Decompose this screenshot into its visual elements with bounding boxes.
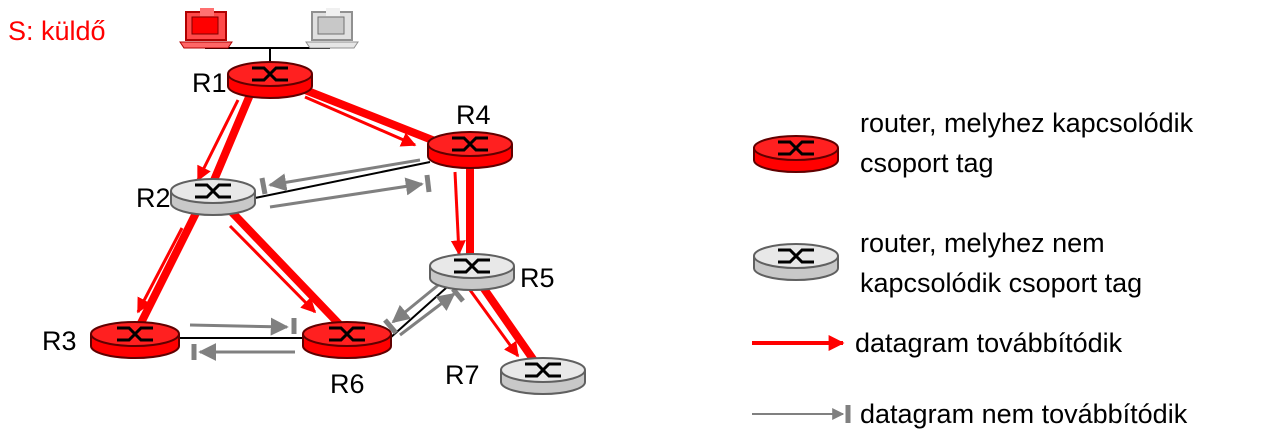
fwd-arrow-r2-r3 <box>136 227 184 314</box>
router-label-r2: R2 <box>136 183 171 213</box>
legend-member-line1: router, melyhez kapcsolódik <box>860 108 1194 138</box>
router-r5 <box>429 253 515 291</box>
link-r2-r4 <box>254 161 431 199</box>
router-r2 <box>170 178 256 216</box>
blocked-arrow-r2-r4 <box>269 177 424 209</box>
stop-bar-r5 <box>451 287 465 303</box>
fwd-arrow-r1-r4 <box>304 95 417 147</box>
router-r6 <box>302 321 392 359</box>
blocked-arrow-r3-r6 <box>189 317 289 336</box>
router-label-r6: R6 <box>330 369 365 399</box>
link-r6-r5 <box>389 279 456 339</box>
router-label-r7: R7 <box>445 360 480 390</box>
blocked-arrow-r4-r2 <box>268 158 421 192</box>
fwd-arrow-r5-r7 <box>468 289 520 358</box>
host-member-icon <box>179 8 233 49</box>
legend-not-forwarded-text: datagram nem továbbítódik <box>860 399 1188 429</box>
host-nonmember-icon <box>305 8 359 49</box>
legend-forwarded-text: datagram továbbítódik <box>855 328 1123 358</box>
tree-link-r2-r6 <box>221 201 344 329</box>
blocked-arrow-r6-r5 <box>399 292 456 337</box>
legend-member-router-icon <box>753 135 839 173</box>
router-label-r3: R3 <box>42 326 77 356</box>
legend-nonmember-router-icon <box>753 243 839 281</box>
fwd-arrow-r2-r6 <box>228 224 317 314</box>
router-r1 <box>227 61 313 99</box>
tree-link-r1-r2 <box>208 86 256 189</box>
stop-bar-r6b <box>383 318 398 335</box>
tree-link-r2-r3 <box>136 201 204 329</box>
tree-link-r5-r7 <box>476 279 539 366</box>
blocked-arrows <box>189 158 465 361</box>
router-r3 <box>90 321 180 359</box>
router-r7 <box>500 357 586 395</box>
router-label-r1: R1 <box>192 68 227 98</box>
tree-link-r1-r4 <box>296 84 449 149</box>
stop-bar-r2 <box>259 177 268 195</box>
fwd-arrow-r1-r2 <box>196 99 240 182</box>
legend-member-line2: csoport tag <box>860 148 994 178</box>
legend-nonmember-line1: router, melyhez nem <box>860 228 1105 258</box>
fwd-arrow-r4-r5 <box>450 171 466 256</box>
forward-arrows <box>136 95 520 358</box>
stop-bar-r4 <box>424 174 432 193</box>
legend-nonmember-line2: kapcsolódik csoport tag <box>860 268 1142 298</box>
blocked-arrow-r5-r6 <box>391 280 443 324</box>
sender-label: S: küldő <box>8 16 106 46</box>
router-r4 <box>427 131 513 169</box>
legend: router, melyhez kapcsolódik csoport tag … <box>752 108 1194 429</box>
router-label-r4: R4 <box>456 100 491 130</box>
router-label-r5: R5 <box>520 263 555 293</box>
